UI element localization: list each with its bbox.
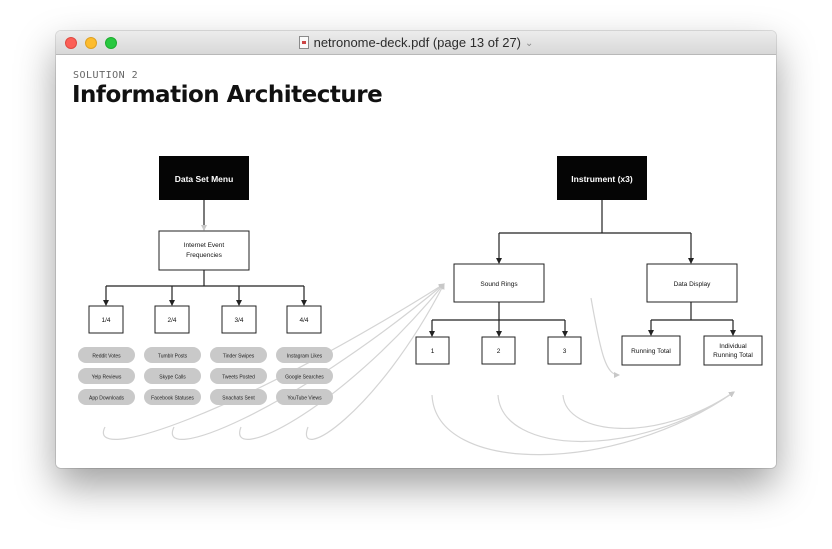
svg-text:Skype Calls: Skype Calls — [159, 375, 186, 381]
node-sound-rings: Sound Rings — [453, 263, 545, 303]
pill — [276, 389, 333, 405]
svg-text:1/4: 1/4 — [101, 317, 110, 324]
close-window-button[interactable] — [65, 37, 77, 49]
pill — [144, 389, 201, 405]
pill — [210, 368, 267, 384]
node-beat-3-4: 3/4 — [221, 305, 257, 334]
svg-text:Google Searches: Google Searches — [285, 375, 324, 381]
node-internet-event-frequencies: Internet Event Frequencies — [158, 230, 250, 271]
node-ring-3: 3 — [547, 336, 582, 365]
svg-text:Snachats Sent: Snachats Sent — [222, 396, 255, 402]
pill — [78, 389, 135, 405]
tree-connectors — [103, 200, 736, 337]
pills-col-3: Tinder Swipes Tweets Posted Snachats Sen… — [210, 347, 267, 405]
window-title: netronome-deck.pdf (page 13 of 27) — [313, 35, 522, 50]
flow-curve — [305, 283, 445, 440]
svg-text:Instrument (x3): Instrument (x3) — [571, 174, 633, 184]
svg-text:Instagram Likes: Instagram Likes — [287, 354, 323, 360]
flow-curve — [239, 283, 445, 440]
node-beat-1-4: 1/4 — [88, 305, 124, 334]
svg-text:Internet Event: Internet Event — [184, 242, 225, 249]
architecture-diagram: Data Set Menu Internet Event Frequencies… — [78, 156, 763, 456]
node-instrument: Instrument (x3) — [557, 156, 647, 200]
node-ring-2: 2 — [481, 336, 516, 365]
zoom-window-button[interactable] — [105, 37, 117, 49]
node-ring-1: 1 — [415, 336, 450, 365]
pill — [276, 347, 333, 363]
node-data-set-menu: Data Set Menu — [159, 156, 249, 200]
pill — [144, 368, 201, 384]
node-data-display: Data Display — [646, 263, 738, 303]
svg-text:2: 2 — [497, 348, 501, 355]
window-title-group[interactable]: netronome-deck.pdf (page 13 of 27)⌄ — [56, 34, 776, 53]
svg-text:1: 1 — [431, 348, 435, 355]
pill — [78, 347, 135, 363]
pill — [210, 347, 267, 363]
title-bar[interactable]: netronome-deck.pdf (page 13 of 27)⌄ — [56, 31, 776, 55]
flow-curve — [497, 391, 735, 443]
pills-col-2: Tumblr Posts Skype Calls Facebook Status… — [144, 347, 201, 405]
pills-col-1: Reddit Votes Yelp Reviews App Downloads — [78, 347, 135, 405]
svg-text:Tumblr Posts: Tumblr Posts — [158, 354, 188, 360]
pill — [78, 368, 135, 384]
svg-text:Facebook Statuses: Facebook Statuses — [151, 396, 194, 402]
minimize-window-button[interactable] — [85, 37, 97, 49]
node-beat-2-4: 2/4 — [154, 305, 190, 334]
flow-curve — [171, 283, 445, 440]
svg-text:Individual: Individual — [719, 343, 747, 350]
flow-curve — [431, 391, 735, 456]
svg-text:Tinder Swipes: Tinder Swipes — [223, 354, 255, 360]
node-individual-running-total: Individual Running Total — [703, 335, 763, 366]
flow-curves — [102, 283, 735, 456]
flow-curve — [562, 391, 735, 429]
svg-text:Tweets Posted: Tweets Posted — [222, 375, 255, 381]
svg-text:3/4: 3/4 — [234, 317, 243, 324]
chevron-down-icon[interactable]: ⌄ — [525, 38, 534, 49]
slide-heading: Information Architecture — [72, 82, 383, 108]
svg-text:Yelp Reviews: Yelp Reviews — [92, 375, 122, 381]
svg-text:Running Total: Running Total — [631, 348, 671, 355]
svg-text:Running Total: Running Total — [713, 352, 753, 359]
pills-col-4: Instagram Likes Google Searches YouTube … — [276, 347, 333, 405]
svg-text:3: 3 — [563, 348, 567, 355]
node-running-total: Running Total — [621, 335, 681, 366]
svg-text:Reddit Votes: Reddit Votes — [92, 354, 121, 360]
svg-text:Data Display: Data Display — [674, 281, 712, 288]
svg-text:Sound Rings: Sound Rings — [480, 281, 518, 288]
pdf-document-icon — [298, 36, 309, 49]
flow-curve — [590, 297, 620, 378]
svg-text:Frequencies: Frequencies — [186, 252, 223, 259]
pill — [276, 368, 333, 384]
svg-text:2/4: 2/4 — [167, 317, 176, 324]
pill — [210, 389, 267, 405]
flow-curve — [102, 283, 445, 440]
svg-text:YouTube Views: YouTube Views — [287, 396, 322, 402]
svg-text:Data Set Menu: Data Set Menu — [175, 174, 234, 184]
slide-kicker: SOLUTION 2 — [73, 70, 139, 81]
pill — [144, 347, 201, 363]
svg-text:4/4: 4/4 — [299, 317, 308, 324]
pdf-viewer-window: netronome-deck.pdf (page 13 of 27)⌄ SOLU… — [56, 31, 776, 468]
slide-page: SOLUTION 2 Information Architecture — [56, 55, 776, 468]
svg-text:App Downloads: App Downloads — [89, 396, 125, 402]
node-beat-4-4: 4/4 — [286, 305, 322, 334]
